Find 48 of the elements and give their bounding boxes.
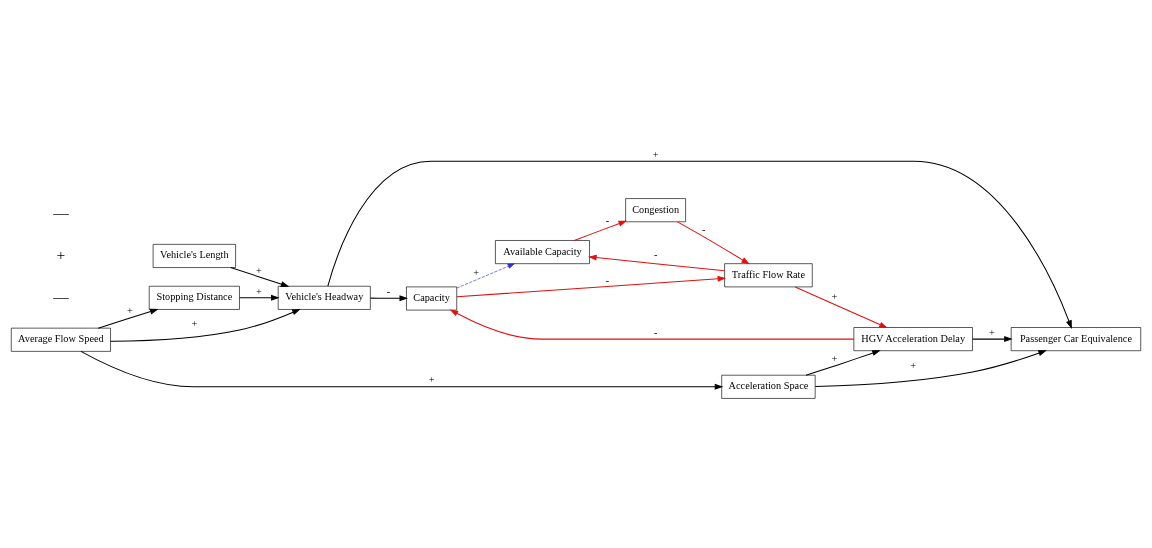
edge-label: - xyxy=(701,224,706,236)
arrow xyxy=(794,286,888,329)
arrow xyxy=(456,263,515,289)
edge-label: + xyxy=(191,317,198,329)
edge-label: - xyxy=(605,274,610,286)
edge-label: + xyxy=(988,326,995,338)
label: — xyxy=(53,204,69,222)
edge-label: - xyxy=(653,248,658,260)
node-box: Vehicle's Headway xyxy=(277,285,371,310)
arrow xyxy=(456,275,727,298)
arrow xyxy=(588,254,726,272)
arrow xyxy=(449,309,855,340)
label: + xyxy=(56,245,66,263)
arrow xyxy=(110,308,301,342)
edge-label: - xyxy=(386,286,391,298)
arrow xyxy=(80,350,724,390)
edge-label: + xyxy=(831,291,838,303)
node-box: Stopping Distance xyxy=(148,285,240,310)
node-box: HGV Acceleration Delay xyxy=(853,327,973,352)
arrow xyxy=(369,295,408,302)
edge-label: + xyxy=(910,359,917,371)
arrow xyxy=(230,267,290,287)
node-box: Traffic Flow Rate xyxy=(724,263,813,288)
edge-label: + xyxy=(255,264,262,276)
edge-label: + xyxy=(652,148,659,160)
node-box: Capacity xyxy=(406,286,458,311)
edge-label: + xyxy=(255,285,262,297)
node-box: Congestion xyxy=(625,198,686,223)
node-box: Acceleration Space xyxy=(721,374,816,399)
edge-label: + xyxy=(126,305,133,317)
node-box: Vehicle's Length xyxy=(152,244,236,268)
label: — xyxy=(53,287,69,305)
arrow xyxy=(814,350,1047,388)
edge-label: - xyxy=(605,215,610,227)
edge-label: + xyxy=(428,374,435,386)
node-box: Average Flow Speed xyxy=(10,327,111,352)
arrow xyxy=(972,336,1013,343)
arrow xyxy=(97,308,159,329)
arrow xyxy=(239,294,280,301)
arrow xyxy=(805,350,881,376)
node-box: Passenger Car Equivalence xyxy=(1010,327,1142,352)
arrow xyxy=(327,160,1072,329)
edge-label: + xyxy=(831,352,838,364)
edge-label: - xyxy=(653,326,658,338)
arrow xyxy=(573,220,627,241)
node-box: Available Capacity xyxy=(495,240,590,264)
edge-label: + xyxy=(473,267,479,279)
arrow xyxy=(676,221,750,265)
